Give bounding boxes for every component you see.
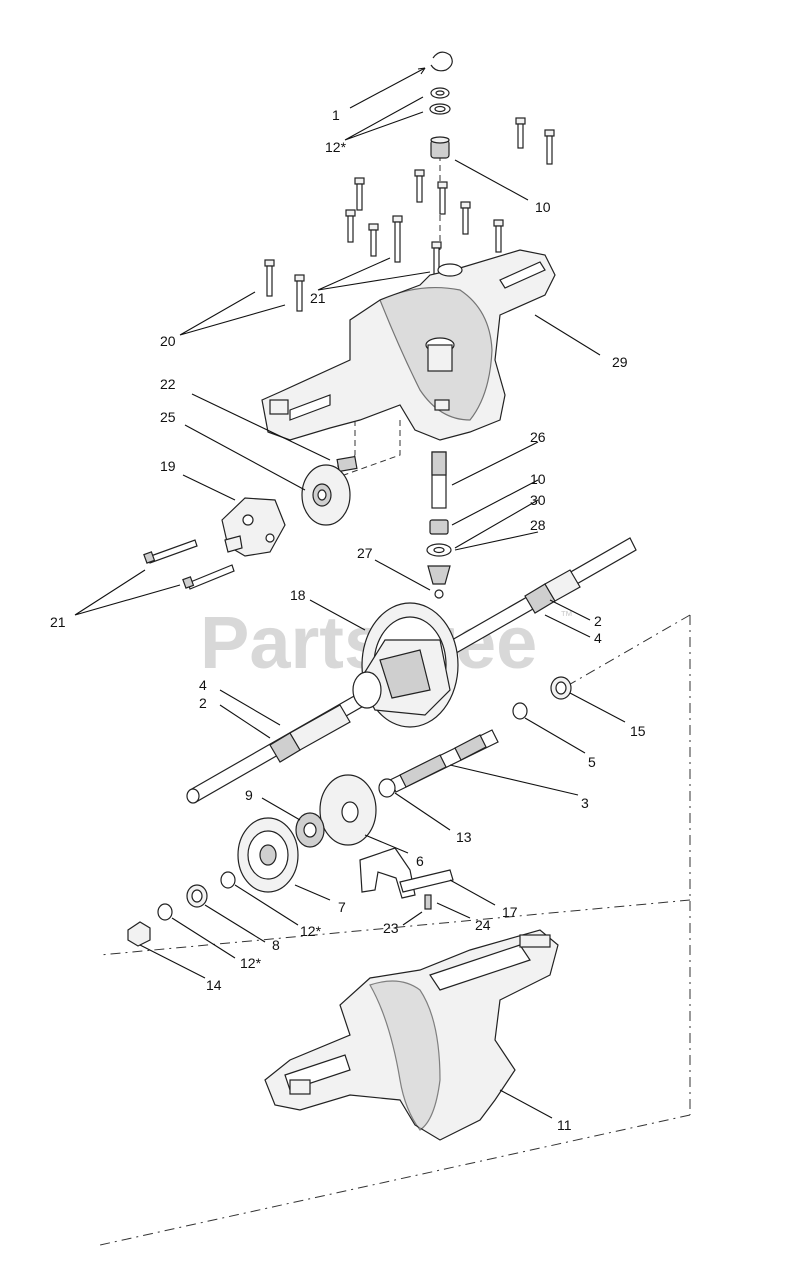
watermark-tm: ™: [560, 608, 573, 623]
callout-1: 1: [332, 107, 340, 123]
axle-assembly: [186, 537, 637, 804]
callout-19: 19: [160, 458, 176, 474]
callout-3: 3: [581, 795, 589, 811]
bolt: [264, 259, 275, 297]
bolt: [515, 117, 526, 149]
input-shaft-stack: [426, 451, 452, 599]
spur-gear: [319, 774, 377, 846]
bolt: [368, 223, 379, 257]
shift-fork: [359, 847, 454, 899]
callout-4-right: 4: [594, 630, 602, 646]
upper-housing: [261, 249, 556, 441]
callout-12-top: 12*: [325, 139, 347, 155]
brake-bracket: [221, 497, 286, 557]
bolt: [294, 274, 305, 312]
callout-7: 7: [338, 899, 346, 915]
bolt: [460, 201, 471, 235]
lower-spacers: [127, 871, 236, 947]
callout-28: 28: [530, 517, 546, 533]
callout-27: 27: [357, 545, 373, 561]
brake-pins: [143, 539, 235, 590]
bolt: [354, 177, 365, 211]
callout-18: 18: [290, 587, 306, 603]
bolt: [392, 215, 403, 263]
callout-11: 11: [557, 1117, 572, 1133]
callout-26: 26: [530, 429, 546, 445]
callout-21-top: 21: [310, 290, 326, 306]
bolt: [437, 181, 448, 215]
callout-29: 29: [612, 354, 628, 370]
callout-12-mid: 12*: [300, 923, 322, 939]
callout-20: 20: [160, 333, 176, 349]
callout-9: 9: [245, 787, 253, 803]
callout-14: 14: [206, 977, 222, 993]
brake-disc: [301, 464, 351, 526]
brake-parts: [143, 455, 358, 590]
callout-25: 25: [160, 409, 176, 425]
top-hardware: [429, 51, 453, 159]
bolt: [493, 219, 504, 253]
callout-5: 5: [588, 754, 596, 770]
shift-collar: [295, 812, 325, 848]
callout-6: 6: [416, 853, 424, 869]
callout-22: 22: [160, 376, 176, 392]
callout-10-mid: 10: [530, 471, 546, 487]
callout-21-left: 21: [50, 614, 66, 630]
callout-30: 30: [530, 492, 546, 508]
leader-lines: [74, 67, 626, 1119]
callout-17: 17: [502, 904, 518, 920]
callout-23: 23: [383, 920, 399, 936]
callout-8: 8: [272, 937, 280, 953]
callout-12-bottom: 12*: [240, 955, 262, 971]
bolt: [544, 129, 555, 165]
lower-housing: [264, 929, 559, 1141]
bolt: [414, 169, 425, 203]
callout-10-top: 10: [535, 199, 551, 215]
bolt: [345, 209, 356, 243]
callout-2-left: 2: [199, 695, 207, 711]
callout-24: 24: [475, 917, 491, 933]
sprocket-gear: [237, 817, 299, 893]
callout-15: 15: [630, 723, 646, 739]
callout-13: 13: [456, 829, 472, 845]
countershaft-assembly: [237, 676, 572, 910]
callout-2-right: 2: [594, 613, 602, 629]
callout-labels: 1 12* 10 21 20 29 22 25 26 19 10 30 28 2…: [50, 107, 646, 1133]
bolts: [264, 117, 555, 312]
callout-4-left: 4: [199, 677, 207, 693]
